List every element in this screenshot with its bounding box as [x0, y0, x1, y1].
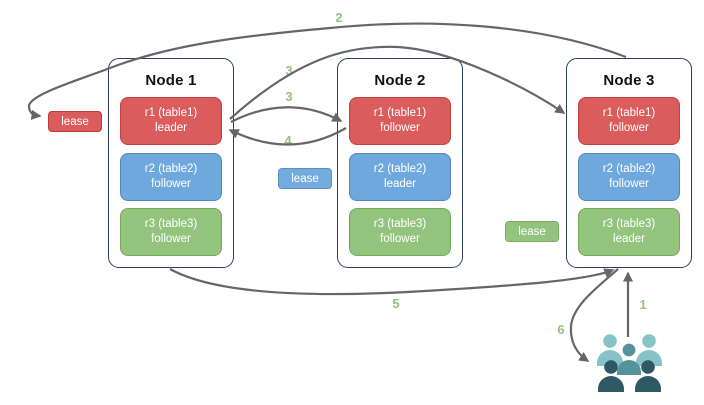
step-label-1: 1 — [639, 297, 647, 312]
replica-role-label: leader — [384, 178, 416, 190]
replica-range-label: r1 (table1) — [373, 107, 427, 120]
users-group-icon — [597, 334, 662, 392]
replica-role-label: leader — [613, 233, 645, 245]
lease-tag-table3: lease — [505, 221, 559, 242]
arrow-step-6 — [569, 268, 619, 362]
node-1-title: Node 1 — [145, 72, 197, 89]
step-label-2: 2 — [335, 10, 343, 25]
arrow-step-5 — [169, 268, 615, 296]
replica-role-label: follower — [380, 122, 420, 134]
replica-role-label: follower — [380, 233, 420, 245]
replica-range-label: r1 (table1) — [602, 107, 656, 120]
step-label-3a: 3 — [285, 63, 293, 78]
replica-range-label: r3 (table3) — [373, 218, 427, 231]
node-2-replica-r3: r3 (table3) follower — [349, 208, 451, 256]
replica-role-label: follower — [151, 178, 191, 190]
replica-range-label: r2 (table2) — [373, 163, 427, 176]
replica-range-label: r2 (table2) — [144, 163, 198, 176]
step-label-6: 6 — [557, 322, 565, 337]
node-2: Node 2 r1 (table1) follower r2 (table2) … — [337, 58, 463, 268]
node-3: Node 3 r1 (table1) follower r2 (table2) … — [566, 58, 692, 268]
replica-range-label: r1 (table1) — [144, 107, 198, 120]
node-1-replica-r1: r1 (table1) leader — [120, 97, 222, 145]
node-3-replica-r3: r3 (table3) leader — [578, 208, 680, 256]
node-3-replica-r2: r2 (table2) follower — [578, 153, 680, 201]
step-label-4: 4 — [284, 133, 292, 148]
node-1-replica-r2: r2 (table2) follower — [120, 153, 222, 201]
replica-range-label: r3 (table3) — [144, 218, 198, 231]
lease-tag-table2: lease — [278, 168, 332, 189]
replica-range-label: r2 (table2) — [602, 163, 656, 176]
replica-role-label: follower — [609, 178, 649, 190]
lease-tag-table1: lease — [48, 111, 102, 132]
node-3-replica-r1: r1 (table1) follower — [578, 97, 680, 145]
step-label-5: 5 — [392, 296, 400, 311]
node-2-replica-r1: r1 (table1) follower — [349, 97, 451, 145]
node-3-title: Node 3 — [603, 72, 655, 89]
replica-role-label: follower — [151, 233, 191, 245]
node-1: Node 1 r1 (table1) leader r2 (table2) fo… — [108, 58, 234, 268]
replica-range-label: r3 (table3) — [602, 218, 656, 231]
node-2-replica-r2: r2 (table2) leader — [349, 153, 451, 201]
replica-role-label: leader — [155, 122, 187, 134]
replica-role-label: follower — [609, 122, 649, 134]
node-1-replica-r3: r3 (table3) follower — [120, 208, 222, 256]
step-label-3b: 3 — [285, 89, 293, 104]
arrow-step-3-to-node2 — [230, 106, 343, 123]
node-2-title: Node 2 — [374, 72, 426, 89]
